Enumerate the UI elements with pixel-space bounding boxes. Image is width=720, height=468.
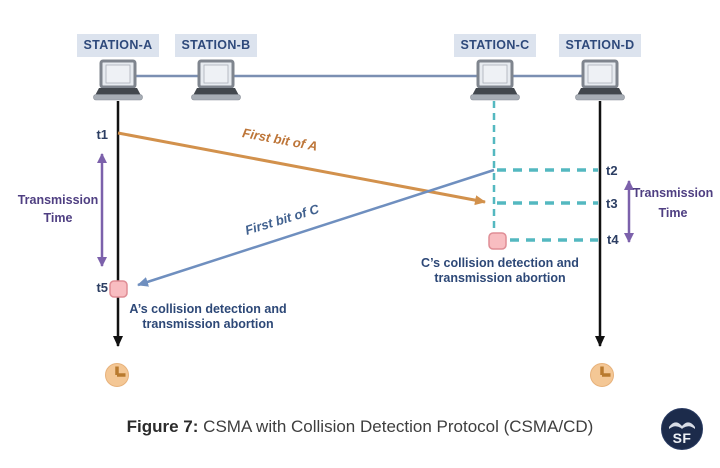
sf-logo-text: SF (673, 430, 692, 446)
clock-icon-a (105, 363, 129, 387)
transmission-time-label-left: Transmission Time (17, 193, 99, 225)
figure-caption-label: Figure 7: (126, 417, 199, 436)
transmission-time-label-right: Transmission Time (632, 186, 714, 220)
figure-caption-text: CSMA with Collision Detection Protocol (… (198, 417, 594, 436)
t1-label: t1 (96, 127, 108, 142)
t4-label: t4 (607, 232, 619, 247)
t2-label: t2 (606, 163, 618, 178)
collision-text-c: C’s collision detection and transmission… (421, 256, 579, 285)
station-label-c: STATION-C (454, 34, 536, 57)
laptop-icon-station-b (191, 59, 241, 101)
laptop-icon-station-d (575, 59, 625, 101)
open-book-icon (669, 422, 695, 429)
collision-text-a: A’s collision detection and transmission… (129, 302, 287, 331)
laptop-icon-station-c (470, 59, 520, 101)
sf-logo: SF (661, 408, 703, 450)
laptop-icon-station-a (93, 59, 143, 101)
t5-label: t5 (96, 280, 108, 295)
first-bit-of-a-arrow (117, 131, 486, 206)
station-label-a: STATION-A (77, 34, 159, 57)
collision-marker-icon-a (109, 280, 128, 298)
first-bit-of-c-arrow (137, 168, 495, 287)
t3-label: t3 (606, 196, 618, 211)
station-label-b: STATION-B (175, 34, 257, 57)
station-label-d: STATION-D (559, 34, 641, 57)
figure-caption: Figure 7: CSMA with Collision Detection … (0, 417, 720, 437)
collision-marker-icon-c (488, 232, 507, 250)
clock-icon-d (590, 363, 614, 387)
